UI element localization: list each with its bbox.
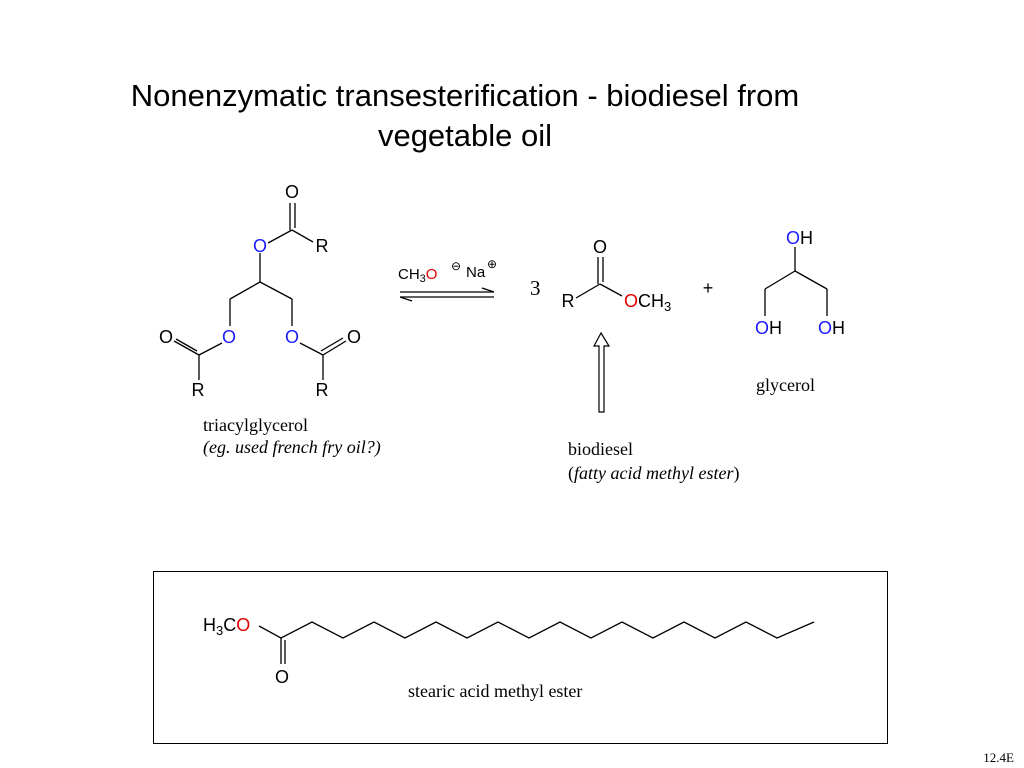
atom-label: O: [275, 667, 289, 687]
atom-label: O: [222, 327, 236, 347]
minus-charge: ⊖: [451, 259, 461, 273]
biodiesel-label: biodiesel: [568, 439, 633, 459]
glycerol-label: glycerol: [756, 375, 815, 395]
hydroxyl-group: OH: [818, 318, 845, 338]
atom-label: R: [192, 380, 205, 400]
title-line-1: Nonenzymatic transesterification - biodi…: [130, 78, 800, 113]
atom-label: O: [593, 237, 607, 257]
plus-charge: ⊕: [487, 257, 497, 271]
reagent-methoxide: CH3O: [398, 266, 437, 285]
reactant-note: (eg. used french fry oil?): [203, 437, 381, 457]
stoichiometric-coefficient: 3: [530, 276, 541, 300]
slide-number: 12.4E: [983, 750, 1014, 765]
example-box: [153, 571, 888, 744]
reactant-label: triacylglycerol: [203, 415, 308, 435]
title-line-2: vegetable oil: [377, 118, 553, 153]
methyl-group: H3CO: [203, 615, 250, 638]
ester-methoxy-group: OCH3: [624, 291, 671, 314]
reagent-counterion: Na: [466, 264, 486, 281]
atom-label: O: [347, 327, 361, 347]
biodiesel-description: (fatty acid methyl ester): [568, 463, 740, 483]
atom-label: R: [562, 291, 575, 311]
plus-sign: +: [703, 278, 714, 298]
atom-label: R: [316, 236, 329, 256]
page-title: Nonenzymatic transesterification - biodi…: [0, 76, 930, 156]
atom-label: R: [316, 380, 329, 400]
atom-label: O: [285, 327, 299, 347]
atom-label: O: [159, 327, 173, 347]
example-label: stearic acid methyl ester: [408, 681, 583, 701]
atom-label: O: [253, 236, 267, 256]
hydroxyl-group: OH: [786, 228, 813, 248]
atom-label: O: [285, 182, 299, 202]
hydroxyl-group: OH: [755, 318, 782, 338]
